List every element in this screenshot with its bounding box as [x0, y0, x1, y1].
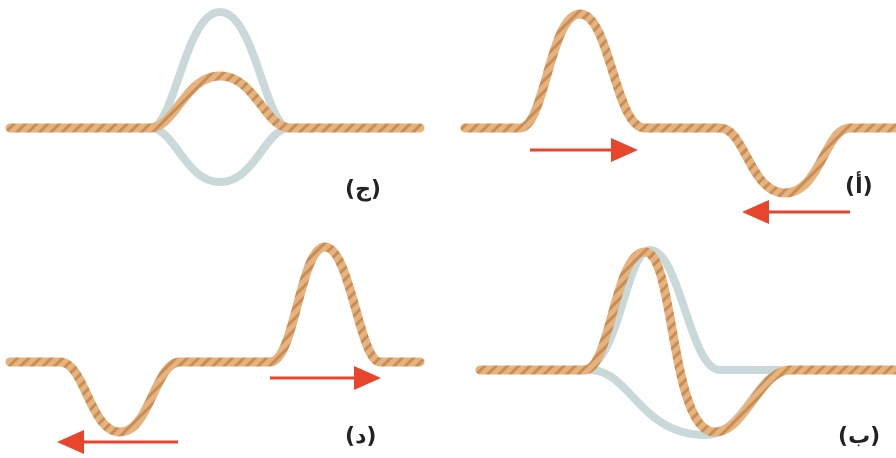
- panel-label-a: (أ): [845, 170, 873, 199]
- panel-a: (أ): [465, 14, 896, 212]
- panel-b: (ب): [480, 250, 896, 449]
- rope: [10, 76, 420, 128]
- rope: [465, 14, 896, 193]
- panel-label-c: (ج): [345, 177, 381, 202]
- ghost-pulse-down: [150, 128, 290, 182]
- rope: [480, 252, 896, 432]
- panel-d: (د): [10, 247, 420, 449]
- rope: [10, 247, 420, 432]
- panel-label-d: (د): [345, 424, 376, 449]
- panel-c: (ج): [10, 12, 420, 202]
- ghost-pulse-up: [10, 12, 420, 128]
- panel-label-b: (ب): [838, 424, 880, 449]
